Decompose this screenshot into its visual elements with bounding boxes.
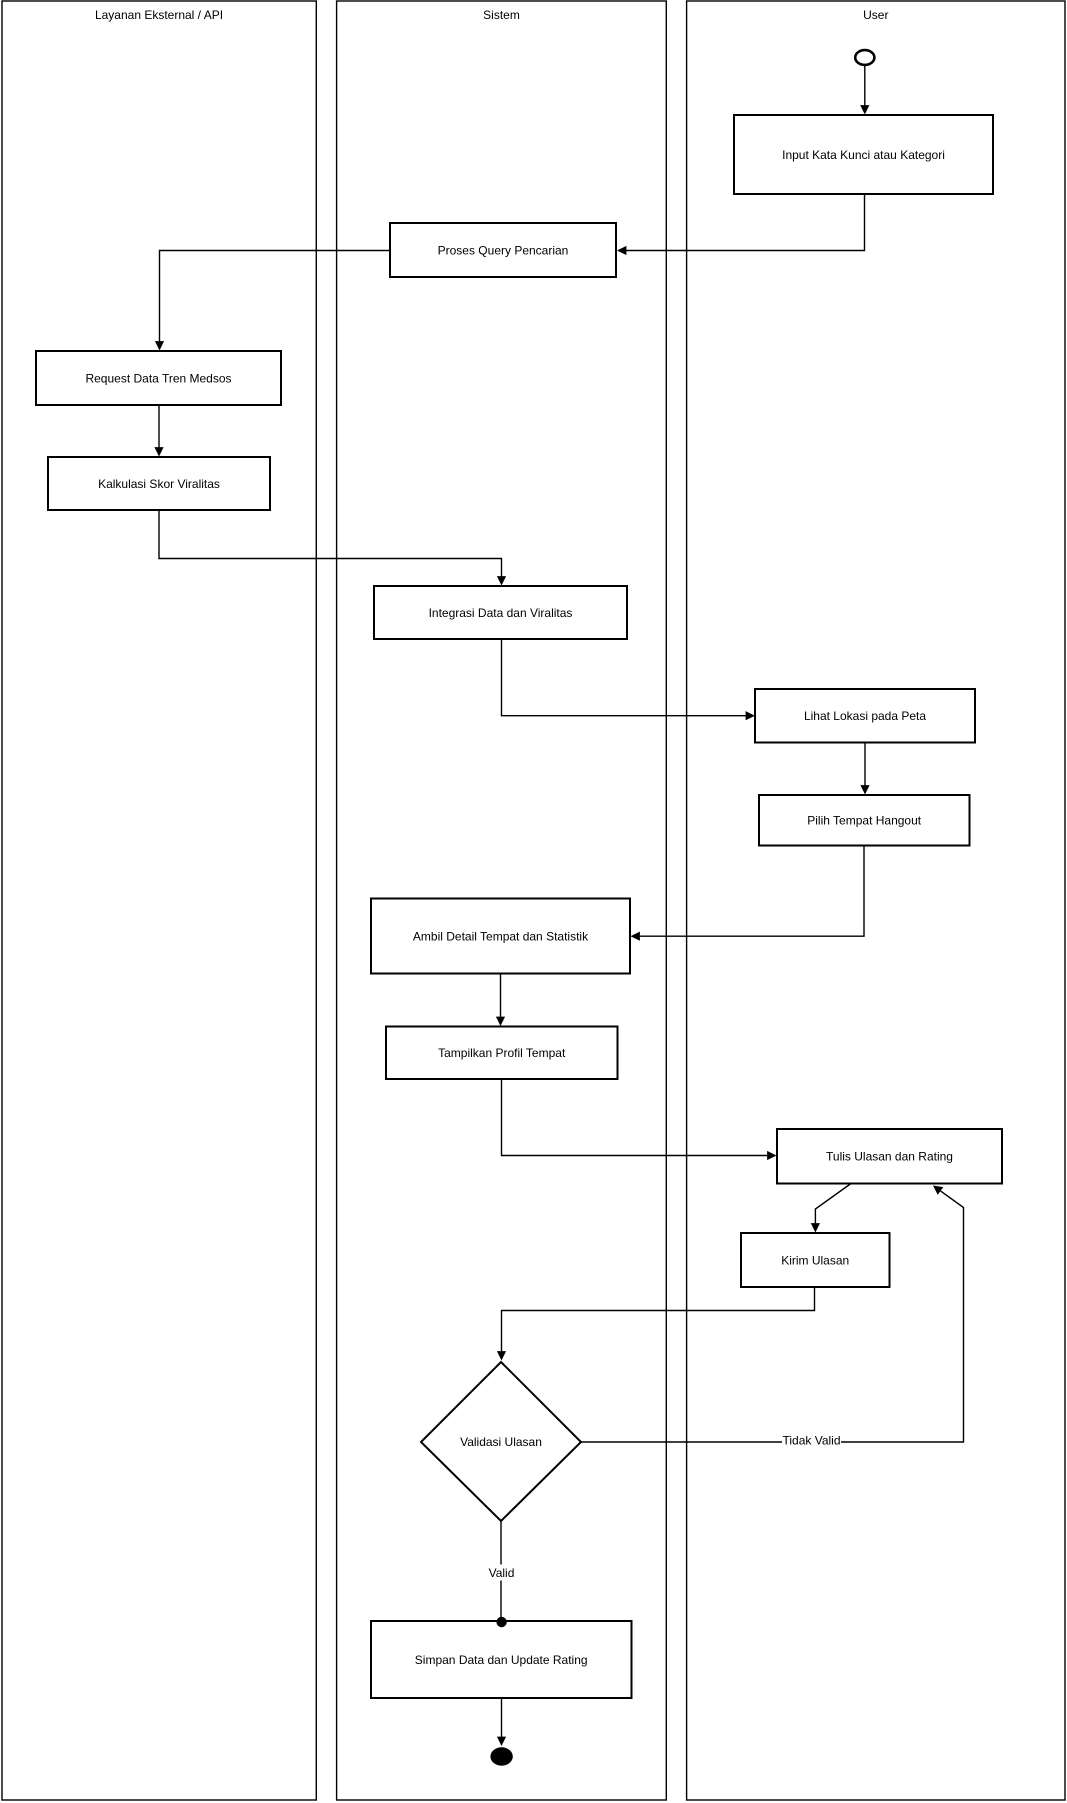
svg-text:Proses Query Pencarian: Proses Query Pencarian <box>438 244 569 258</box>
svg-text:Kirim Ulasan: Kirim Ulasan <box>781 1253 849 1267</box>
svg-text:Input Kata Kunci atau Kategori: Input Kata Kunci atau Kategori <box>782 148 945 162</box>
svg-text:Validasi Ulasan: Validasi Ulasan <box>460 1435 542 1449</box>
svg-text:Kalkulasi Skor Viralitas: Kalkulasi Skor Viralitas <box>98 477 220 491</box>
svg-text:Tulis Ulasan dan Rating: Tulis Ulasan dan Rating <box>826 1150 953 1164</box>
svg-text:Ambil Detail Tempat dan Statis: Ambil Detail Tempat dan Statistik <box>413 929 589 943</box>
svg-text:Layanan Eksternal / API: Layanan Eksternal / API <box>95 8 223 22</box>
svg-text:Sistem: Sistem <box>483 8 520 22</box>
svg-text:Lihat Lokasi pada Peta: Lihat Lokasi pada Peta <box>804 709 926 723</box>
svg-text:Request Data Tren Medsos: Request Data Tren Medsos <box>85 372 231 386</box>
svg-text:Integrasi Data dan Viralitas: Integrasi Data dan Viralitas <box>429 606 573 620</box>
svg-text:Pilih Tempat Hangout: Pilih Tempat Hangout <box>807 814 922 828</box>
svg-text:User: User <box>863 8 888 22</box>
svg-text:Valid: Valid <box>489 1566 515 1580</box>
svg-text:Tampilkan Profil Tempat: Tampilkan Profil Tempat <box>438 1046 566 1060</box>
svg-text:Tidak Valid: Tidak Valid <box>782 1434 840 1448</box>
svg-text:Simpan Data dan Update Rating: Simpan Data dan Update Rating <box>415 1653 588 1667</box>
